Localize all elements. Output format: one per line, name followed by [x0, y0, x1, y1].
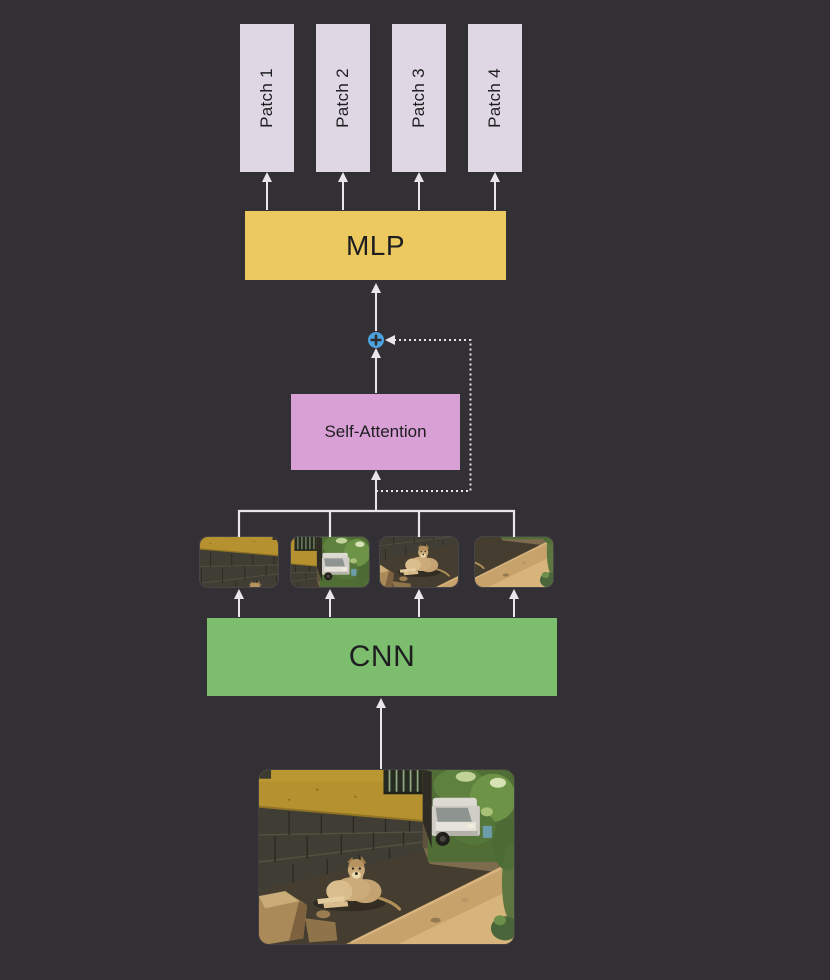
feature-patch-4-image	[475, 537, 553, 587]
plus-icon	[368, 332, 384, 348]
feature-patch-2-image	[291, 537, 369, 587]
mlp-box: MLP	[245, 211, 506, 280]
output-patch-4-box: Patch 4	[468, 24, 522, 172]
cnn-label: CNN	[348, 640, 416, 673]
residual-add-node	[368, 332, 384, 348]
output-patch-2-box: Patch 2	[316, 24, 370, 172]
output-patch-1-box: Patch 1	[240, 24, 294, 172]
output-patch-1-label: Patch 1	[257, 68, 276, 128]
self-attention-label: Self-Attention	[324, 422, 427, 441]
self-attention-box: Self-Attention	[291, 394, 460, 470]
feature-patch-1-image	[200, 537, 278, 587]
input-image	[259, 770, 514, 944]
mlp-label: MLP	[345, 229, 406, 261]
feature-patch-3-image	[380, 537, 458, 587]
output-patch-2-label: Patch 2	[333, 68, 352, 128]
cnn-box: CNN	[207, 618, 557, 696]
patch-bus-lines	[237, 509, 516, 537]
output-patch-3-box: Patch 3	[392, 24, 446, 172]
output-patch-4-label: Patch 4	[485, 68, 504, 128]
output-patch-3-label: Patch 3	[409, 68, 428, 128]
